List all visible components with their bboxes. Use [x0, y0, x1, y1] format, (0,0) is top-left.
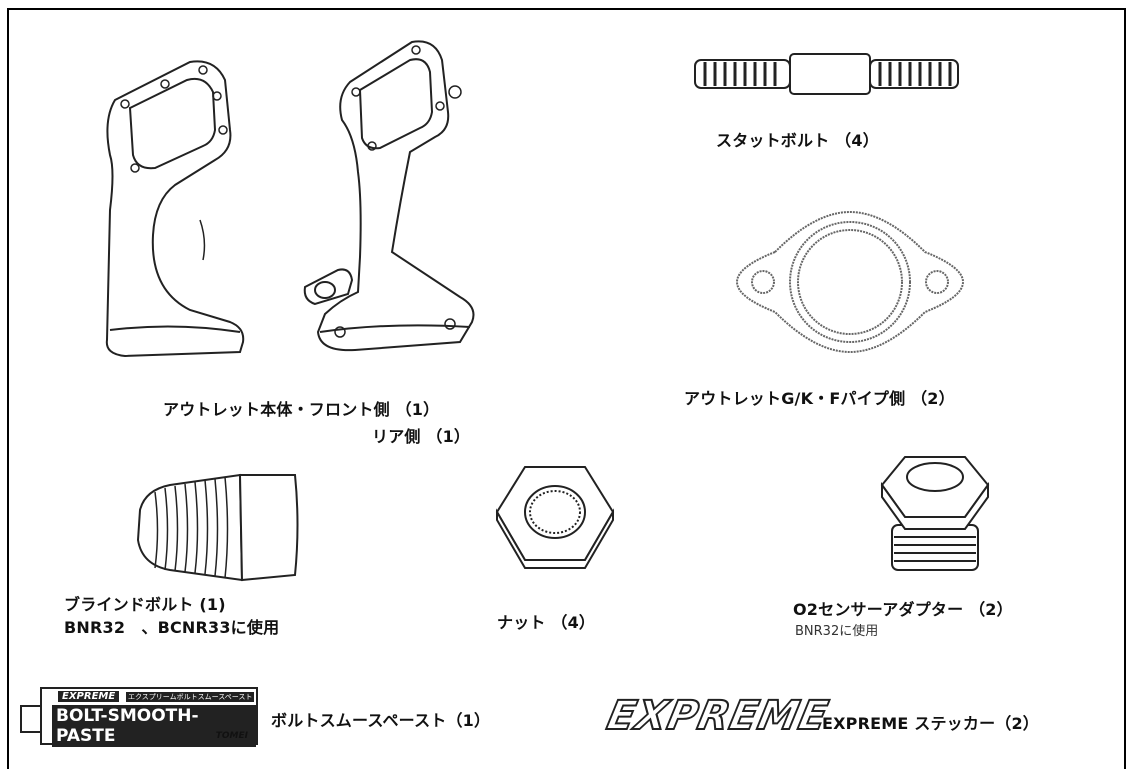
sticker-label: EXPREME ステッカー（2）: [822, 714, 1039, 733]
outlet-label-line1: アウトレット本体・フロント側 （1）: [163, 400, 440, 419]
stud-bolt-label: スタットボルト （4）: [716, 131, 879, 150]
gasket-label: アウトレットG/K・Fパイプ側 （2）: [684, 389, 955, 408]
nut-label: ナット （4）: [497, 613, 596, 632]
o2-adapter-illustration: [880, 456, 990, 571]
tube-maker: TOMEI: [215, 731, 248, 741]
expreme-logo-text: EXPREME: [602, 692, 834, 740]
tube-brand: EXPREME: [58, 691, 120, 702]
tube-small-text: エクスプリームボルトスムースペースト: [126, 692, 255, 702]
gasket-illustration: [735, 210, 965, 354]
stud-bolt-illustration: [694, 53, 959, 95]
expreme-logo: EXPREME: [602, 692, 834, 740]
o2-adapter-label: O2センサーアダプター （2）: [793, 600, 1013, 619]
blind-bolt-illustration: [136, 473, 299, 582]
blind-bolt-note: BNR32 、BCNR33に使用: [64, 618, 280, 637]
outlet-label-line2: リア側 （1）: [372, 427, 471, 446]
outlet-rear-illustration: [303, 40, 475, 352]
paste-tube-illustration: EXPREME エクスプリームボルトスムースペースト BOLT-SMOOTH-P…: [20, 685, 260, 747]
tube-body: EXPREME エクスプリームボルトスムースペースト BOLT-SMOOTH-P…: [40, 687, 258, 747]
parts-list-frame: [7, 8, 1126, 769]
tube-main-text: BOLT-SMOOTH-PASTE: [52, 705, 256, 747]
outlet-front-illustration: [105, 60, 245, 358]
paste-label: ボルトスムースペースト（1）: [271, 711, 491, 730]
blind-bolt-label: ブラインドボルト (1): [64, 595, 226, 614]
nut-illustration: [495, 466, 615, 569]
o2-adapter-note: BNR32に使用: [795, 624, 879, 639]
